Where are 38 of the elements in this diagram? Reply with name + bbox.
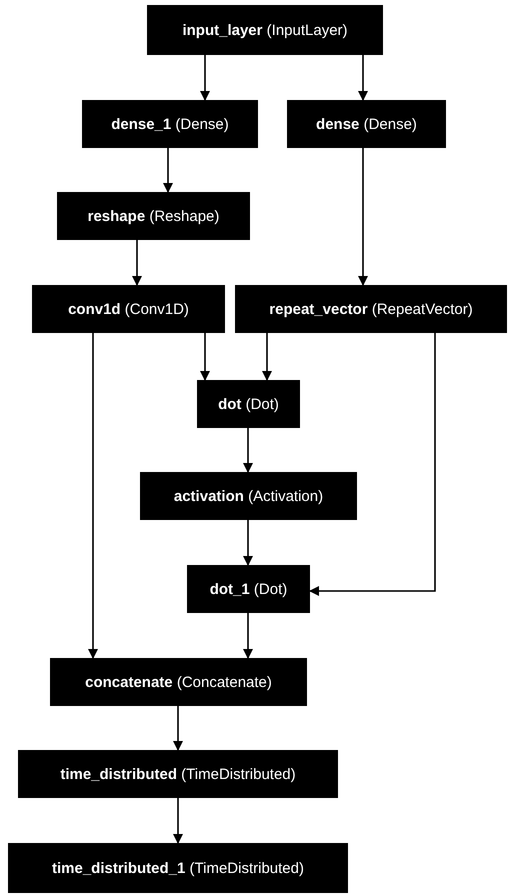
layer-label: dense_1 (Dense) — [111, 116, 229, 132]
layer-label: dot (Dot) — [218, 396, 279, 412]
layer-label: input_layer (InputLayer) — [182, 22, 348, 38]
layer-box — [197, 380, 300, 428]
layer-label: repeat_vector (RepeatVector) — [269, 300, 473, 318]
layer-label: conv1d (Conv1D) — [68, 300, 189, 318]
layer-box — [8, 843, 348, 893]
layer-label: dense (Dense) — [316, 116, 417, 132]
arrow — [309, 333, 436, 596]
layer-box — [140, 472, 357, 520]
layer-label: concatenate (Concatenate) — [85, 674, 272, 690]
layer-box — [50, 658, 307, 706]
arrow — [200, 55, 210, 101]
layer-box — [187, 565, 310, 613]
layer-box — [287, 100, 446, 148]
arrow — [243, 520, 253, 566]
layer-label: time_distributed (TimeDistributed) — [60, 766, 296, 782]
arrow — [173, 798, 183, 844]
arrow — [173, 706, 183, 751]
arrow — [243, 613, 253, 659]
layer-box — [18, 750, 338, 798]
layer-box — [57, 192, 250, 240]
layer-label: reshape (Reshape) — [88, 208, 220, 224]
layer-label: time_distributed_1 (TimeDistributed) — [52, 860, 304, 876]
layer-box — [82, 100, 258, 148]
arrow — [200, 333, 210, 381]
arrow — [132, 240, 142, 286]
arrow — [358, 55, 368, 101]
layer-box — [32, 285, 225, 333]
layer-box — [147, 5, 383, 55]
arrow — [358, 148, 368, 286]
arrow — [243, 428, 253, 473]
layer-box — [235, 285, 507, 333]
arrow — [262, 333, 272, 381]
layer-label: activation (Activation) — [174, 488, 324, 504]
arrow — [88, 333, 98, 659]
arrow — [163, 148, 173, 193]
layer-label: dot_1 (Dot) — [210, 580, 288, 598]
